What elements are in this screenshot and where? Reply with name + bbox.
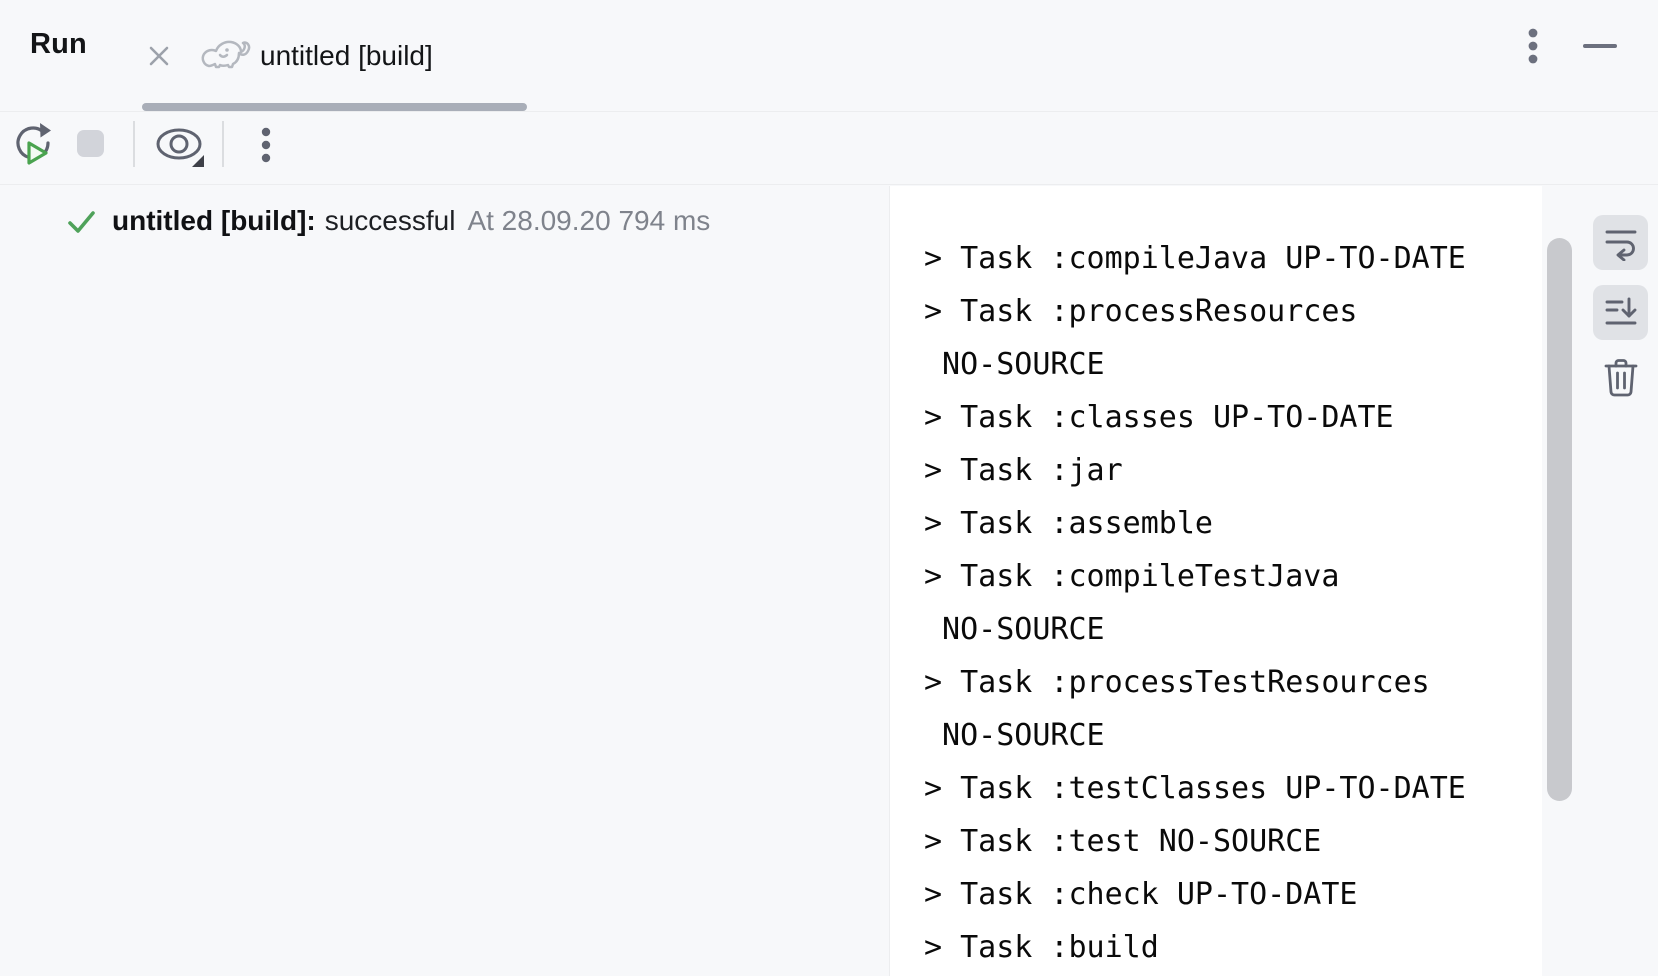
console-line: > Task :compileJava UP-TO-DATE [924,241,1466,276]
console-line: > Task :jar [924,453,1123,488]
clear-all-icon[interactable] [1593,350,1648,405]
console-line: > Task :testClasses UP-TO-DATE [924,771,1466,806]
console-line: NO-SOURCE [924,612,1105,647]
build-timestamp: At 28.09.20 794 ms [467,205,711,236]
build-name: untitled [build]: [112,205,316,236]
toolbar-separator [133,121,135,167]
show-options-icon[interactable] [152,123,208,171]
console-line: > Task :check UP-TO-DATE [924,877,1358,912]
console-line: > Task :assemble [924,506,1213,541]
build-console-output[interactable]: > Task :compileJava UP-TO-DATE > Task :pr… [890,186,1542,976]
tool-window-header: Run untitled [build] [0,0,1658,112]
minimize-icon[interactable] [1583,36,1621,56]
minimize-bar [1583,44,1617,48]
tab-underline [142,103,527,111]
build-tree-panel: untitled [build]: successful At 28.09.20… [0,186,890,976]
kebab-menu-icon[interactable] [258,124,274,166]
tab-label: untitled [build] [260,39,433,71]
build-status: successful [324,205,456,236]
scroll-to-end-icon[interactable] [1593,285,1648,340]
console-line: > Task :build [924,930,1159,965]
console-line: > Task :processTestResources [924,665,1430,700]
scrollbar-thumb[interactable] [1547,238,1572,801]
console-line: NO-SOURCE [924,718,1105,753]
console-line: > Task :compileTestJava [924,559,1340,594]
stop-icon[interactable] [77,130,104,157]
toolbar-separator [222,121,224,167]
console-right-rail [1542,186,1658,976]
soft-wrap-icon[interactable] [1593,215,1648,270]
tool-window-title: Run [30,28,87,60]
build-result-row[interactable]: untitled [build]: successful At 28.09.20… [0,200,889,242]
console-line: > Task :classes UP-TO-DATE [924,400,1394,435]
console-line: NO-SOURCE [924,347,1105,382]
success-check-icon [64,204,98,238]
run-toolbar [0,113,1658,185]
run-content: untitled [build]: successful At 28.09.20… [0,186,1658,976]
tab-untitled-build[interactable]: untitled [build] [142,0,433,111]
console-line: > Task :test NO-SOURCE [924,824,1322,859]
close-icon[interactable] [142,39,176,73]
kebab-menu-icon[interactable] [1524,26,1542,68]
console-line: > Task :processResources [924,294,1358,329]
gradle-elephant-icon [198,36,252,76]
rerun-icon[interactable] [10,121,54,167]
